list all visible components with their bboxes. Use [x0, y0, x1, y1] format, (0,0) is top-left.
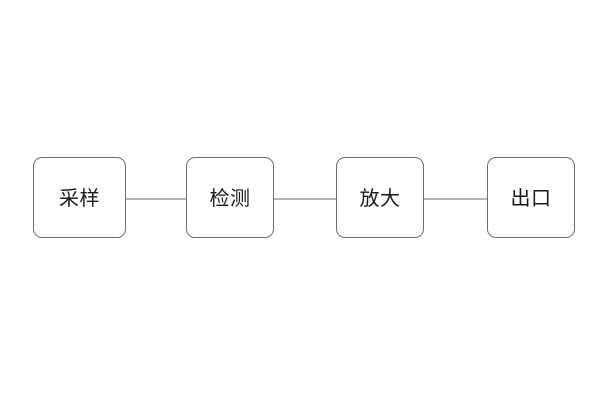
flow-node-n3[interactable]: 放大	[336, 157, 424, 238]
flow-node-label: 放大	[359, 185, 401, 210]
flow-node-n4[interactable]: 出口	[487, 157, 575, 238]
flow-node-label: 出口	[510, 185, 552, 210]
flow-node-n2[interactable]: 检测	[186, 157, 274, 238]
flow-node-n1[interactable]: 采样	[33, 157, 126, 238]
flow-node-label: 检测	[209, 185, 251, 210]
flow-node-label: 采样	[59, 185, 100, 210]
